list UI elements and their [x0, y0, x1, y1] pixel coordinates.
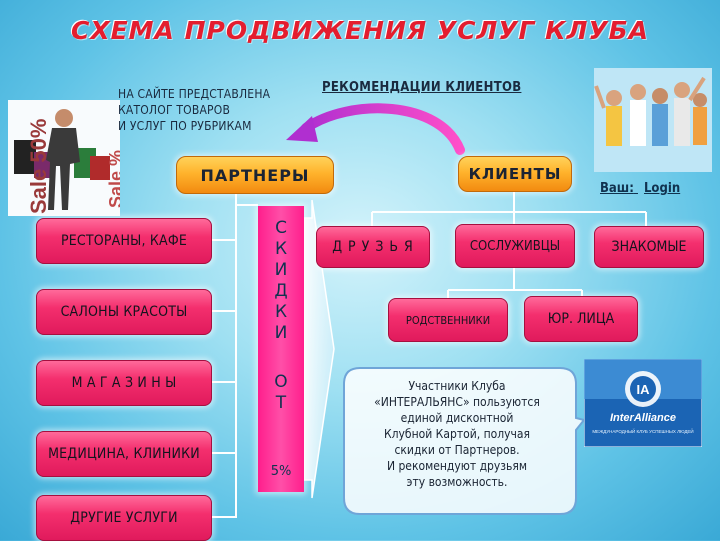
partner-shops: М А Г А З И Н Ы: [36, 360, 212, 406]
recommendation-arrow: [301, 103, 465, 155]
recommendations-label: РЕКОМЕНДАЦИИ КЛИЕНТОВ: [322, 80, 522, 95]
callout-line: Клубной Картой, получая: [383, 427, 531, 441]
discount-bar: [258, 206, 304, 492]
callout-line: эту возможность.: [406, 475, 508, 489]
discount-letter: И: [274, 260, 288, 280]
people-photo: [594, 68, 712, 172]
callout-line: Участники Клуба: [408, 379, 506, 393]
svg-text:IA: IA: [637, 382, 651, 397]
svg-text:InterAlliance: InterAlliance: [610, 412, 676, 424]
discount-letter: К: [274, 302, 288, 322]
discount-letter: И: [274, 323, 288, 343]
diagram-title: СХЕМА ПРОДВИЖЕНИЯ УСЛУГ КЛУБА: [70, 16, 650, 45]
recommendation-arrow-head: [286, 116, 318, 142]
partners-header: ПАРТНЕРЫ: [176, 156, 334, 194]
partner-other-services: ДРУГИЕ УСЛУГИ: [36, 495, 212, 541]
discount-from-letter: Т: [275, 393, 287, 413]
shopping-photo: Sale 50% Sale %: [8, 100, 120, 216]
discount-percent: 5%: [270, 464, 292, 479]
partner-medicine: МЕДИЦИНА, КЛИНИКИ: [36, 431, 212, 477]
callout-bubble: [343, 367, 586, 515]
login-link[interactable]: Login: [643, 181, 681, 196]
discount-letter: С: [275, 218, 287, 238]
discount-letter: К: [274, 239, 288, 259]
discount-letter: Д: [274, 281, 288, 301]
callout-line: скидки от Партнеров.: [394, 443, 520, 457]
callout-text: Участники Клуба «ИНТЕРАЛЬЯНС» пользуются…: [352, 378, 562, 490]
discount-from-letter: О: [274, 372, 288, 392]
partner-beauty-salons: САЛОНЫ КРАСОТЫ: [36, 289, 212, 335]
client-colleagues: СОСЛУЖИВЦЫ: [455, 224, 575, 268]
shopping-bag-icon: [14, 140, 36, 174]
catalog-note-line: И УСЛУГ ПО РУБРИКАМ: [118, 119, 252, 133]
client-friends: Д Р У З Ь Я: [316, 226, 430, 268]
client-acquaintances: ЗНАКОМЫЕ: [594, 226, 704, 268]
callout-line: И рекомендуют друзьям: [386, 459, 528, 473]
discount-word: С К И Д К И О Т: [258, 218, 304, 414]
svg-text:Sale %: Sale %: [106, 150, 120, 208]
partner-restaurants: РЕСТОРАНЫ, КАФЕ: [36, 218, 212, 264]
callout-line: единой дисконтной: [400, 411, 514, 425]
svg-text:Sale 50%: Sale 50%: [26, 119, 51, 214]
interalliance-logo-card: IA InterAlliance МЕЖДУНАРОДНЫЙ КЛУБ УСПЕ…: [584, 359, 702, 447]
catalog-note-line: КАТОЛОГ ТОВАРОВ: [118, 103, 231, 117]
catalog-note-line: НА САЙТЕ ПРЕДСТАВЛЕНА: [118, 87, 271, 101]
clients-header: КЛИЕНТЫ: [458, 156, 572, 192]
discount-arrow: [303, 199, 335, 499]
svg-text:МЕЖДУНАРОДНЫЙ КЛУБ УСПЕШНЫХ ЛЮ: МЕЖДУНАРОДНЫЙ КЛУБ УСПЕШНЫХ ЛЮДЕЙ: [592, 427, 693, 434]
client-legal-entities: ЮР. ЛИЦА: [524, 296, 638, 342]
login-label: Ваш:: [600, 181, 634, 196]
catalog-note: НА САЙТЕ ПРЕДСТАВЛЕНА КАТОЛОГ ТОВАРОВ И …: [118, 86, 270, 134]
callout-line: «ИНТЕРАЛЬЯНС» пользуются: [374, 395, 540, 409]
login-link-area: Ваш: Login: [600, 181, 680, 196]
client-relatives: РОДСТВЕННИКИ: [388, 298, 508, 342]
